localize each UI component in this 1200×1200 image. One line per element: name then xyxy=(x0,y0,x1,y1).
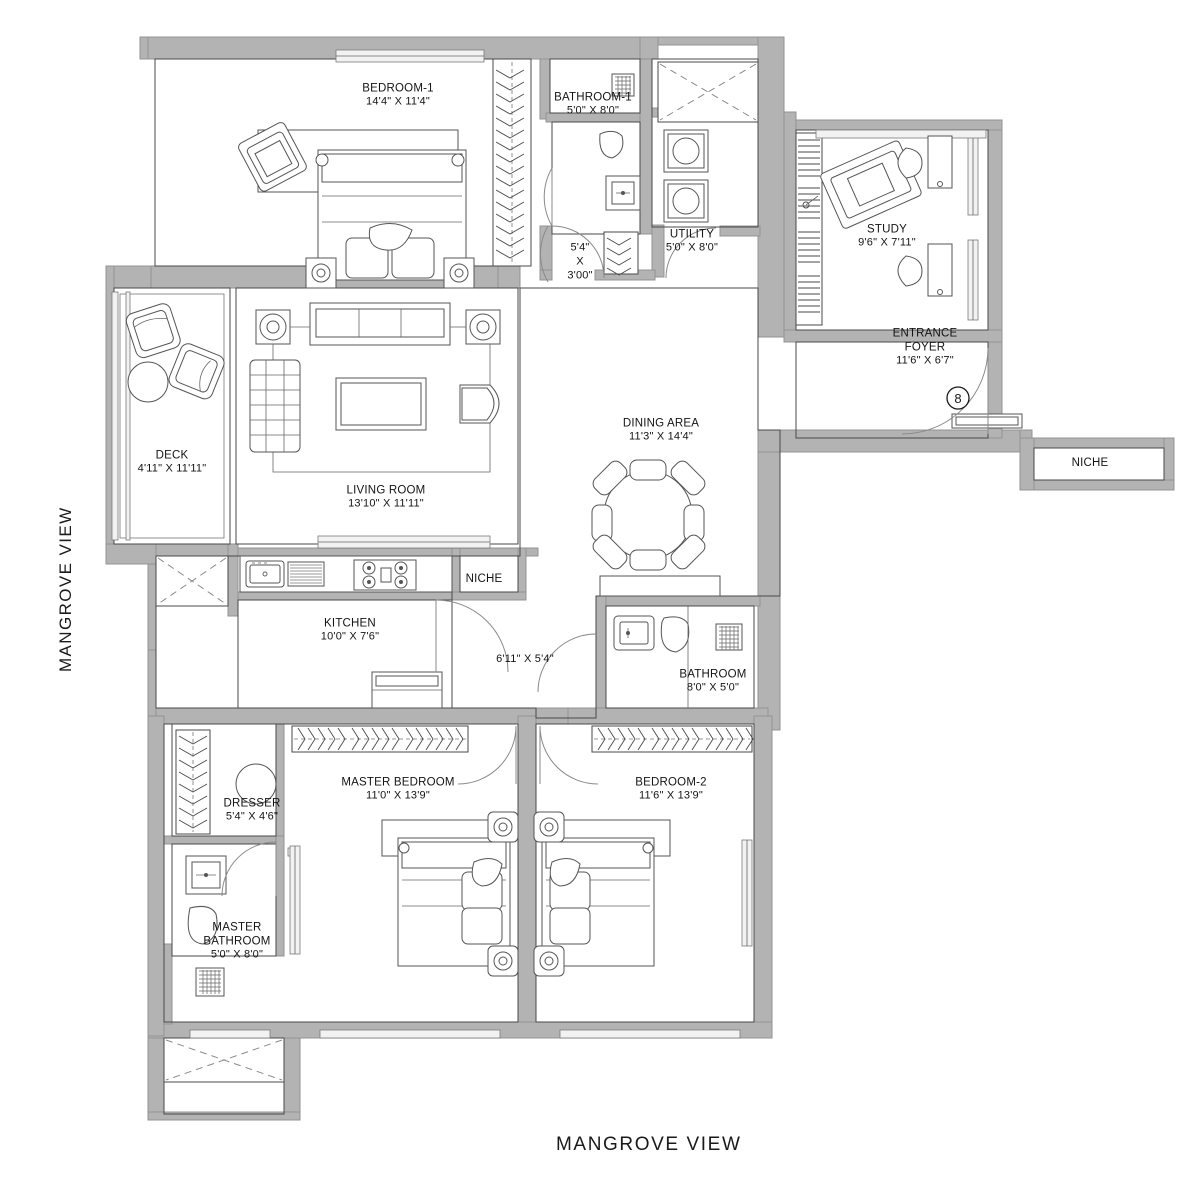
foyer-console xyxy=(951,413,1023,429)
armchair-bedroom1 xyxy=(238,122,307,192)
wardrobe-lobby xyxy=(603,231,639,276)
shaft-bottom-balcony xyxy=(163,1037,285,1083)
shaft-top-right xyxy=(657,61,759,123)
entrance-door-tag: 8 xyxy=(946,386,970,410)
wardrobe-master xyxy=(291,725,469,753)
furniture xyxy=(125,73,1023,997)
dining-table-and-chairs xyxy=(591,459,721,597)
wardrobe-bedroom2 xyxy=(591,725,754,753)
dresser-mirror xyxy=(235,763,277,805)
master-bathroom-fixtures xyxy=(185,855,227,997)
deck-furniture xyxy=(125,303,225,403)
bathroom1-fixtures xyxy=(599,73,641,211)
shaft-openings xyxy=(155,61,759,1083)
bathroom-fixtures xyxy=(613,606,743,708)
bed-bedroom2 xyxy=(533,811,671,977)
shaft-kitchen-left xyxy=(155,555,229,607)
dining-chairs xyxy=(591,459,706,571)
living-room-furniture xyxy=(249,302,501,473)
mangrove-view-bottom-label: MANGROVE VIEW xyxy=(556,1134,742,1155)
mangrove-view-left-label: MANGROVE VIEW xyxy=(56,506,75,672)
study-furniture xyxy=(820,135,953,297)
svg-text:8: 8 xyxy=(954,391,961,406)
louver-dresser xyxy=(175,729,211,835)
utility-appliances xyxy=(663,129,709,223)
door-swings xyxy=(221,167,989,897)
wardrobe-bedroom1 xyxy=(492,58,532,267)
kitchen-counter xyxy=(239,555,453,709)
louver-study-left xyxy=(795,132,823,326)
bed-master xyxy=(381,811,519,977)
